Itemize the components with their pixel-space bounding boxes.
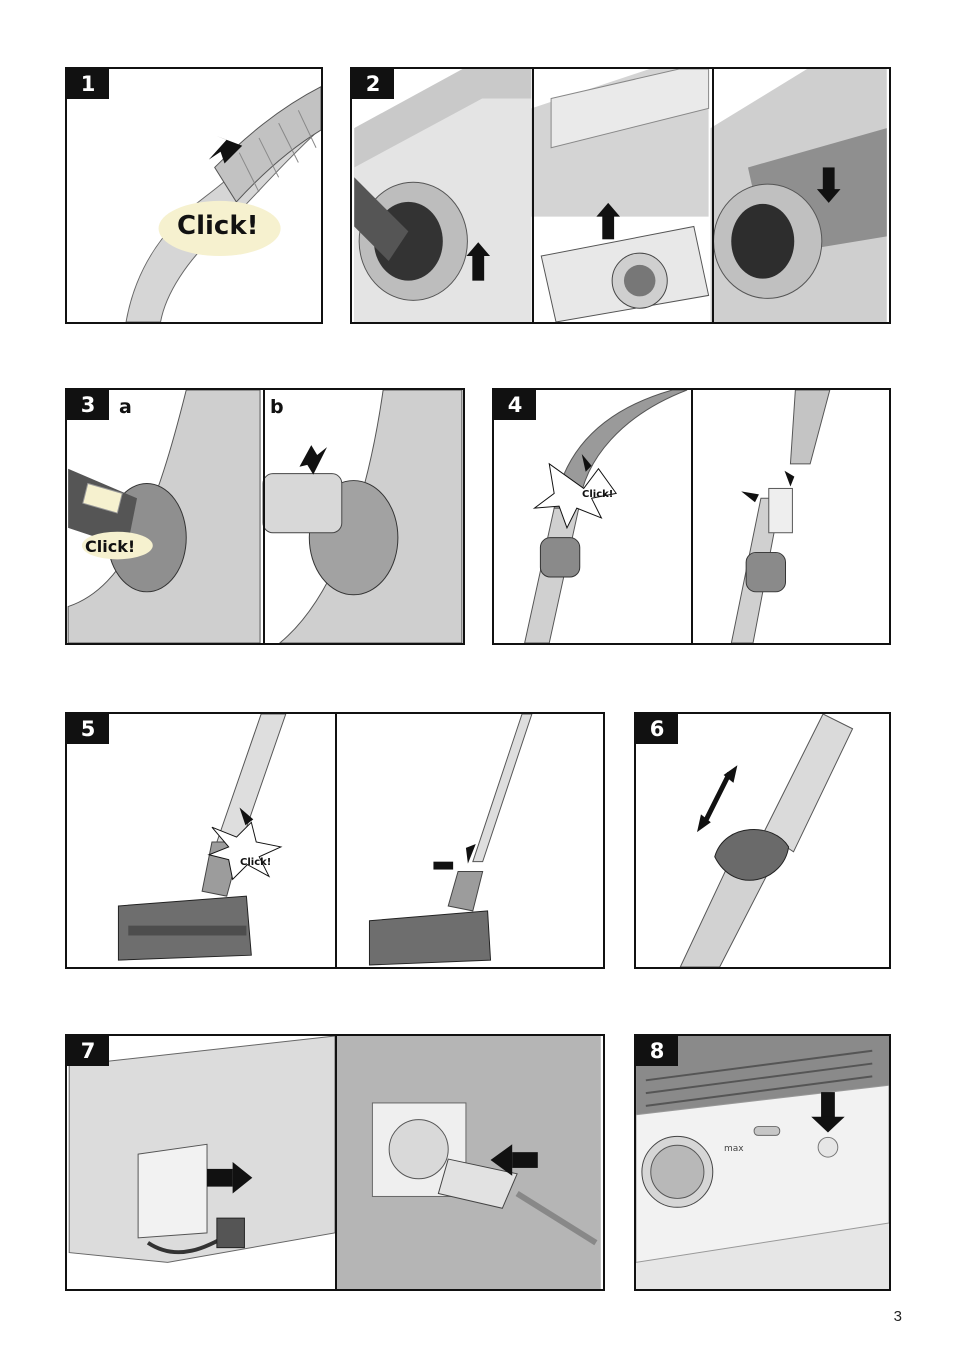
panel-number: 5 (67, 714, 109, 744)
click-label: Click! (85, 537, 135, 556)
panel-number: 7 (67, 1036, 109, 1066)
arrow-icon (299, 445, 327, 475)
hose-handle-illustration (67, 69, 321, 322)
panel-2: 2 (350, 67, 891, 324)
arrow-icon (433, 862, 453, 870)
click-label: Click! (582, 489, 613, 500)
panel-4: 4 Click! (492, 388, 891, 645)
panel-number: 8 (636, 1036, 678, 1066)
panel-number: 1 (67, 69, 109, 99)
panel-number: 2 (352, 69, 394, 99)
panel-number: 3 (67, 390, 109, 420)
arrow-icon (741, 491, 759, 502)
telescopic-tube-illustration (636, 714, 889, 967)
click-label: Click! (240, 857, 271, 868)
panel-1: 1 Click! (65, 67, 323, 324)
panel-number: 6 (636, 714, 678, 744)
panel-8: 8 max (634, 1034, 891, 1291)
arrow-icon (207, 1169, 233, 1187)
panel-6: 6 (634, 712, 891, 969)
panel-5: 5 Click! (65, 712, 605, 969)
click-label: Click! (177, 211, 258, 241)
power-button-illustration (636, 1036, 889, 1289)
panel-3: 3 a b Click! (65, 388, 465, 645)
hose-insert-illustration (67, 390, 463, 643)
panel-7: 7 (65, 1034, 605, 1291)
sub-label-a: a (119, 396, 132, 418)
max-label: max (724, 1144, 744, 1154)
page-number: 3 (894, 1308, 902, 1325)
hose-connection-illustration (352, 69, 889, 322)
arrow-icon (512, 1152, 538, 1168)
panel-number: 4 (494, 390, 536, 420)
sub-label-b: b (270, 396, 284, 418)
